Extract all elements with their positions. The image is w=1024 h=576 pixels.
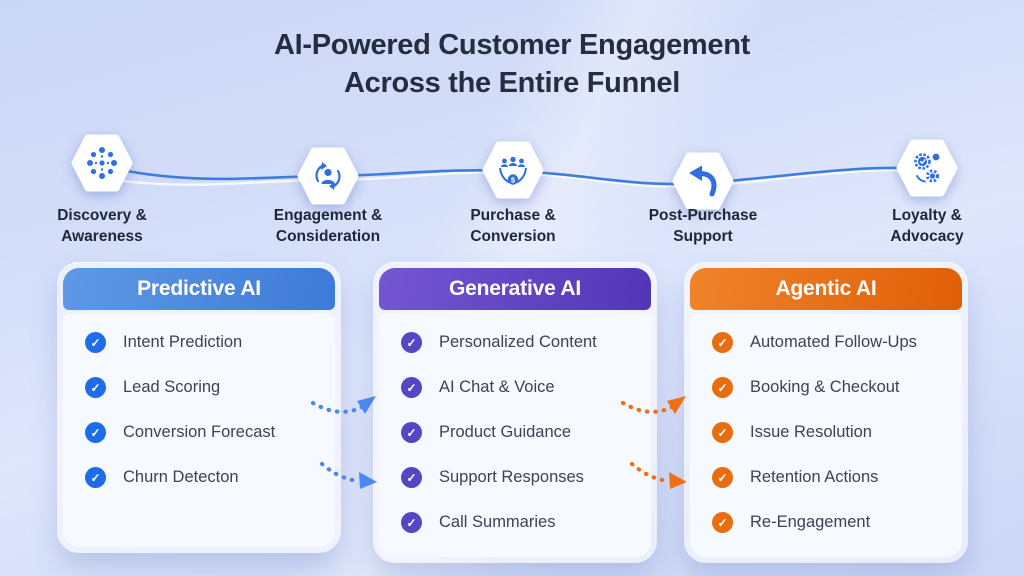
buyers-payment-icon: $: [482, 141, 544, 199]
list-item: ✓ AI Chat & Voice: [401, 365, 643, 410]
page-title-line1: AI-Powered Customer Engagement: [273, 29, 751, 61]
list-item: ✓ Automated Follow-Ups: [712, 320, 954, 365]
svg-text:$: $: [511, 175, 516, 184]
check-icon: ✓: [712, 332, 733, 353]
funnel-stage-label: Purchase & Conversion: [470, 207, 556, 245]
list-item: ✓ Intent Prediction: [85, 320, 327, 365]
check-icon: ✓: [401, 422, 422, 443]
funnel-stage-label: Engagement & Consideration: [273, 207, 383, 245]
return-arrow-icon: [672, 152, 734, 210]
list-item: ✓ Support Responses: [401, 455, 643, 500]
check-icon: ✓: [401, 467, 422, 488]
card-generative-ai-body: ✓ Personalized Content ✓ AI Chat & Voice…: [379, 314, 651, 557]
list-item: ✓ Conversion Forecast: [85, 410, 327, 455]
item-label: Churn Detecton: [123, 468, 239, 486]
check-icon: ✓: [85, 467, 106, 488]
item-label: Personalized Content: [439, 333, 597, 351]
check-icon: ✓: [712, 512, 733, 533]
item-label: Support Responses: [439, 468, 584, 486]
card-predictive-ai: Predictive AI ✓ Intent Prediction ✓ Lead…: [57, 262, 341, 553]
check-icon: ✓: [712, 377, 733, 398]
list-item: ✓ Product Guidance: [401, 410, 643, 455]
user-refresh-icon: [297, 147, 359, 205]
funnel-stage-engagement: Engagement & Consideration: [243, 0, 413, 250]
item-label: Lead Scoring: [123, 378, 221, 396]
check-icon: ✓: [401, 377, 422, 398]
list-item: ✓ Churn Detecton: [85, 455, 327, 500]
funnel-stage-label: Loyalty & Advocacy: [890, 207, 964, 245]
item-label: Re-Engagement: [750, 513, 871, 531]
list-item: ✓ Retention Actions: [712, 455, 954, 500]
card-generative-ai: Generative AI ✓ Personalized Content ✓ A…: [373, 262, 657, 563]
card-predictive-ai-body: ✓ Intent Prediction ✓ Lead Scoring ✓ Con…: [63, 314, 335, 547]
list-item: ✓ Personalized Content: [401, 320, 643, 365]
badge-gear-icon: [896, 139, 958, 197]
list-item: ✓ Issue Resolution: [712, 410, 954, 455]
card-agentic-ai: Agentic AI ✓ Automated Follow-Ups ✓ Book…: [684, 262, 968, 563]
check-icon: ✓: [401, 332, 422, 353]
item-label: AI Chat & Voice: [439, 378, 555, 396]
page-title: AI-Powered Customer Engagement Across th…: [0, 26, 1024, 102]
funnel-stage-label: Post-Purchase Support: [648, 207, 758, 245]
network-burst-icon: [71, 134, 133, 192]
list-item: ✓ Re-Engagement: [712, 500, 954, 545]
item-label: Issue Resolution: [750, 423, 872, 441]
page-title-line2: Across the Entire Funnel: [343, 67, 681, 99]
card-generative-ai-header: Generative AI: [379, 268, 651, 310]
card-agentic-ai-header: Agentic AI: [690, 268, 962, 310]
check-icon: ✓: [85, 377, 106, 398]
funnel-stage-discovery: Discovery & Awareness: [17, 0, 187, 250]
funnel-stage-purchase: $ Purchase & Conversion: [428, 0, 598, 250]
item-label: Booking & Checkout: [750, 378, 900, 396]
list-item: ✓ Lead Scoring: [85, 365, 327, 410]
item-label: Retention Actions: [750, 468, 879, 486]
list-item: ✓ Call Summaries: [401, 500, 643, 545]
card-agentic-ai-body: ✓ Automated Follow-Ups ✓ Booking & Check…: [690, 314, 962, 557]
item-label: Intent Prediction: [123, 333, 243, 351]
check-icon: ✓: [85, 422, 106, 443]
check-icon: ✓: [85, 332, 106, 353]
funnel-stage-loyalty: Loyalty & Advocacy: [842, 0, 1012, 250]
funnel-stage-label: Discovery & Awareness: [57, 207, 147, 245]
list-item: ✓ Booking & Checkout: [712, 365, 954, 410]
item-label: Product Guidance: [439, 423, 572, 441]
check-icon: ✓: [401, 512, 422, 533]
funnel-stage-post-purchase: Post-Purchase Support: [618, 0, 788, 250]
card-predictive-ai-header: Predictive AI: [63, 268, 335, 310]
item-label: Call Summaries: [439, 513, 556, 531]
item-label: Conversion Forecast: [123, 423, 276, 441]
item-label: Automated Follow-Ups: [750, 333, 917, 351]
check-icon: ✓: [712, 422, 733, 443]
check-icon: ✓: [712, 467, 733, 488]
